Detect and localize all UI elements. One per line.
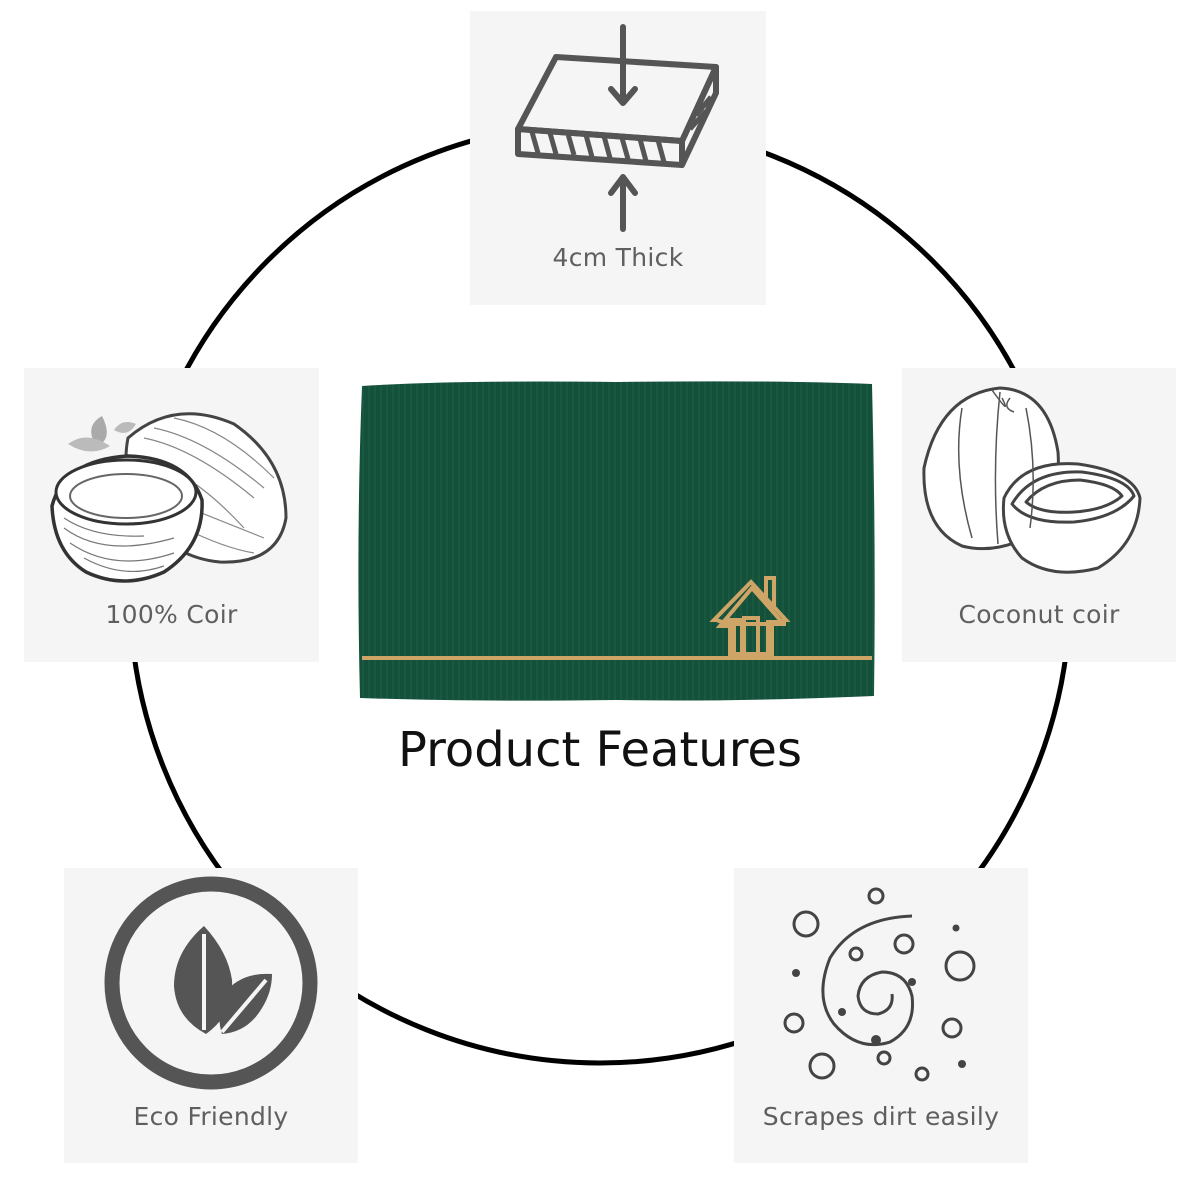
coconut-label: Coconut coir bbox=[958, 600, 1120, 629]
coir-label: 100% Coir bbox=[105, 600, 238, 629]
coconut-sketch-icon bbox=[50, 412, 288, 583]
leaf-circle-icon bbox=[104, 876, 318, 1090]
thickness-icon bbox=[515, 24, 719, 232]
doormat-image bbox=[358, 381, 875, 701]
page-title: Product Features bbox=[398, 722, 802, 778]
feature-card-coir: 100% Coir bbox=[24, 368, 319, 662]
feature-card-coconut: Coconut coir bbox=[902, 368, 1176, 662]
coconut-outline-icon bbox=[922, 386, 1142, 574]
dirt-swirl-icon bbox=[783, 887, 976, 1082]
thickness-label: 4cm Thick bbox=[552, 243, 684, 272]
feature-card-eco: Eco Friendly bbox=[64, 868, 358, 1163]
scrape-label: Scrapes dirt easily bbox=[762, 1102, 1000, 1131]
feature-card-thickness: 4cm Thick bbox=[470, 11, 766, 305]
feature-card-scrape: Scrapes dirt easily bbox=[734, 868, 1028, 1163]
eco-label: Eco Friendly bbox=[133, 1102, 289, 1131]
house-icon bbox=[362, 576, 872, 660]
